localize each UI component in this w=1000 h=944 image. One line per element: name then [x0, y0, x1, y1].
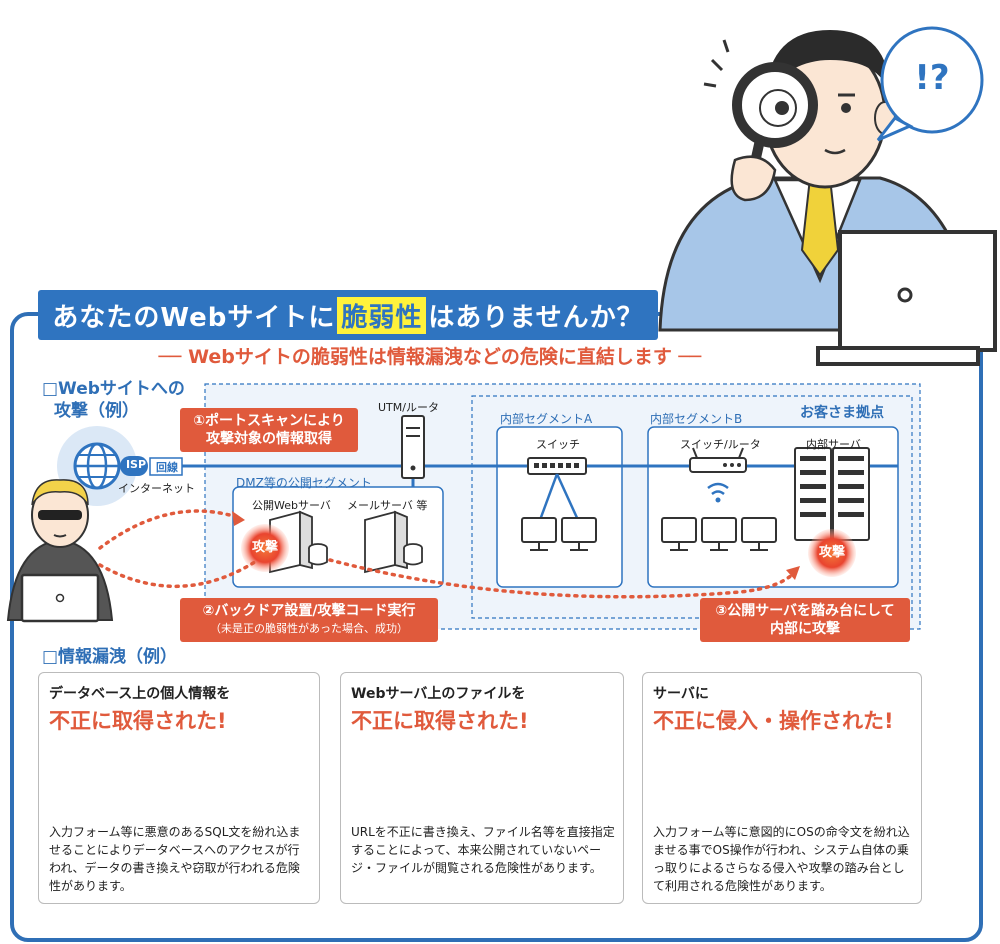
- step-2-note: （未是正の脆弱性があった場合、成功）: [210, 622, 408, 635]
- step-1-line2: 攻撃対象の情報取得: [206, 431, 332, 447]
- step-1-line1: ①ポートスキャンにより: [193, 413, 345, 429]
- attack-badge-internal: 攻撃: [818, 545, 845, 560]
- title-post: はありませんか？: [428, 302, 644, 333]
- leak-card-3: サーバに 不正に侵入・操作された! 入力フォーム等に意図的にOSの命令文を紛れ込…: [642, 672, 922, 904]
- leak-card-2: Webサーバ上のファイルを 不正に取得された! URLを不正に書き換え、ファイル…: [340, 672, 624, 904]
- card-1-main: 不正に取得された!: [49, 709, 227, 733]
- customer-site-label: お客さま拠点: [800, 405, 884, 421]
- title-highlight: 脆弱性: [337, 296, 427, 334]
- switch-label: スイッチ: [536, 438, 580, 451]
- card-2-main: 不正に取得された!: [351, 709, 529, 733]
- card-2-desc: URLを不正に書き換え、ファイル名等を直接指定することによって、本来公開されてい…: [351, 825, 615, 875]
- mail-server-label: メールサーバ 等: [347, 499, 428, 512]
- leak-section-heading: □情報漏洩（例）: [42, 647, 178, 667]
- hacker-illustration: [6, 479, 114, 623]
- attack-heading-line1: □Webサイトへの: [42, 379, 185, 399]
- isp-label: ISP: [125, 458, 147, 471]
- switch-router-label: スイッチ/ルータ: [680, 438, 761, 451]
- segment-a-label: 内部セグメントA: [500, 412, 593, 426]
- speech-bubble: [876, 26, 984, 142]
- step-2-box: ②バックドア設置/攻撃コード実行 （未是正の脆弱性があった場合、成功）: [180, 598, 438, 642]
- title-banner: あなたのWebサイトに脆弱性はありませんか？: [38, 290, 658, 340]
- speech-bubble-text: !?: [914, 58, 950, 98]
- step-1-box: ①ポートスキャンにより 攻撃対象の情報取得: [180, 408, 358, 452]
- segment-b-label: 内部セグメントB: [650, 412, 743, 426]
- card-2-sub: Webサーバ上のファイルを: [351, 686, 526, 702]
- internal-server-label: 内部サーバ: [806, 438, 861, 451]
- step-2-line1: ②バックドア設置/攻撃コード実行: [202, 603, 416, 619]
- subtitle: ── Webサイトの脆弱性は情報漏洩などの危険に直結します ──: [158, 346, 702, 368]
- internet-label: インターネット: [118, 482, 195, 495]
- attack-section-heading: □Webサイトへの 攻撃（例）: [42, 378, 185, 422]
- line-label: 回線: [156, 461, 178, 474]
- title-pre: あなたのWebサイトに: [52, 302, 336, 333]
- step-3-line1: ③公開サーバを踏み台にして: [715, 603, 895, 619]
- card-1-desc: 入力フォーム等に悪意のあるSQL文を紛れ込ませることによりデータベースへのアクセ…: [49, 825, 301, 893]
- card-3-main: 不正に侵入・操作された!: [653, 709, 894, 733]
- leak-card-1: データベース上の個人情報を 不正に取得された! 入力フォーム等に悪意のあるSQL…: [38, 672, 320, 904]
- card-1-sub: データベース上の個人情報を: [49, 686, 231, 702]
- card-3-sub: サーバに: [653, 686, 709, 702]
- attack-heading-line2: 攻撃（例）: [54, 401, 139, 421]
- utm-label: UTM/ルータ: [378, 401, 439, 414]
- step-3-line2: 内部に攻撃: [770, 621, 840, 637]
- attack-badge-dmz: 攻撃: [251, 540, 278, 555]
- step-3-box: ③公開サーバを踏み台にして 内部に攻撃: [700, 598, 910, 642]
- web-server-label: 公開Webサーバ: [252, 499, 331, 512]
- businessman-illustration: [658, 30, 997, 366]
- card-3-desc: 入力フォーム等に意図的にOSの命令文を紛れ込ませる事でOS操作が行われ、システム…: [653, 825, 910, 893]
- dmz-label: DMZ等の公開セグメント: [236, 476, 372, 490]
